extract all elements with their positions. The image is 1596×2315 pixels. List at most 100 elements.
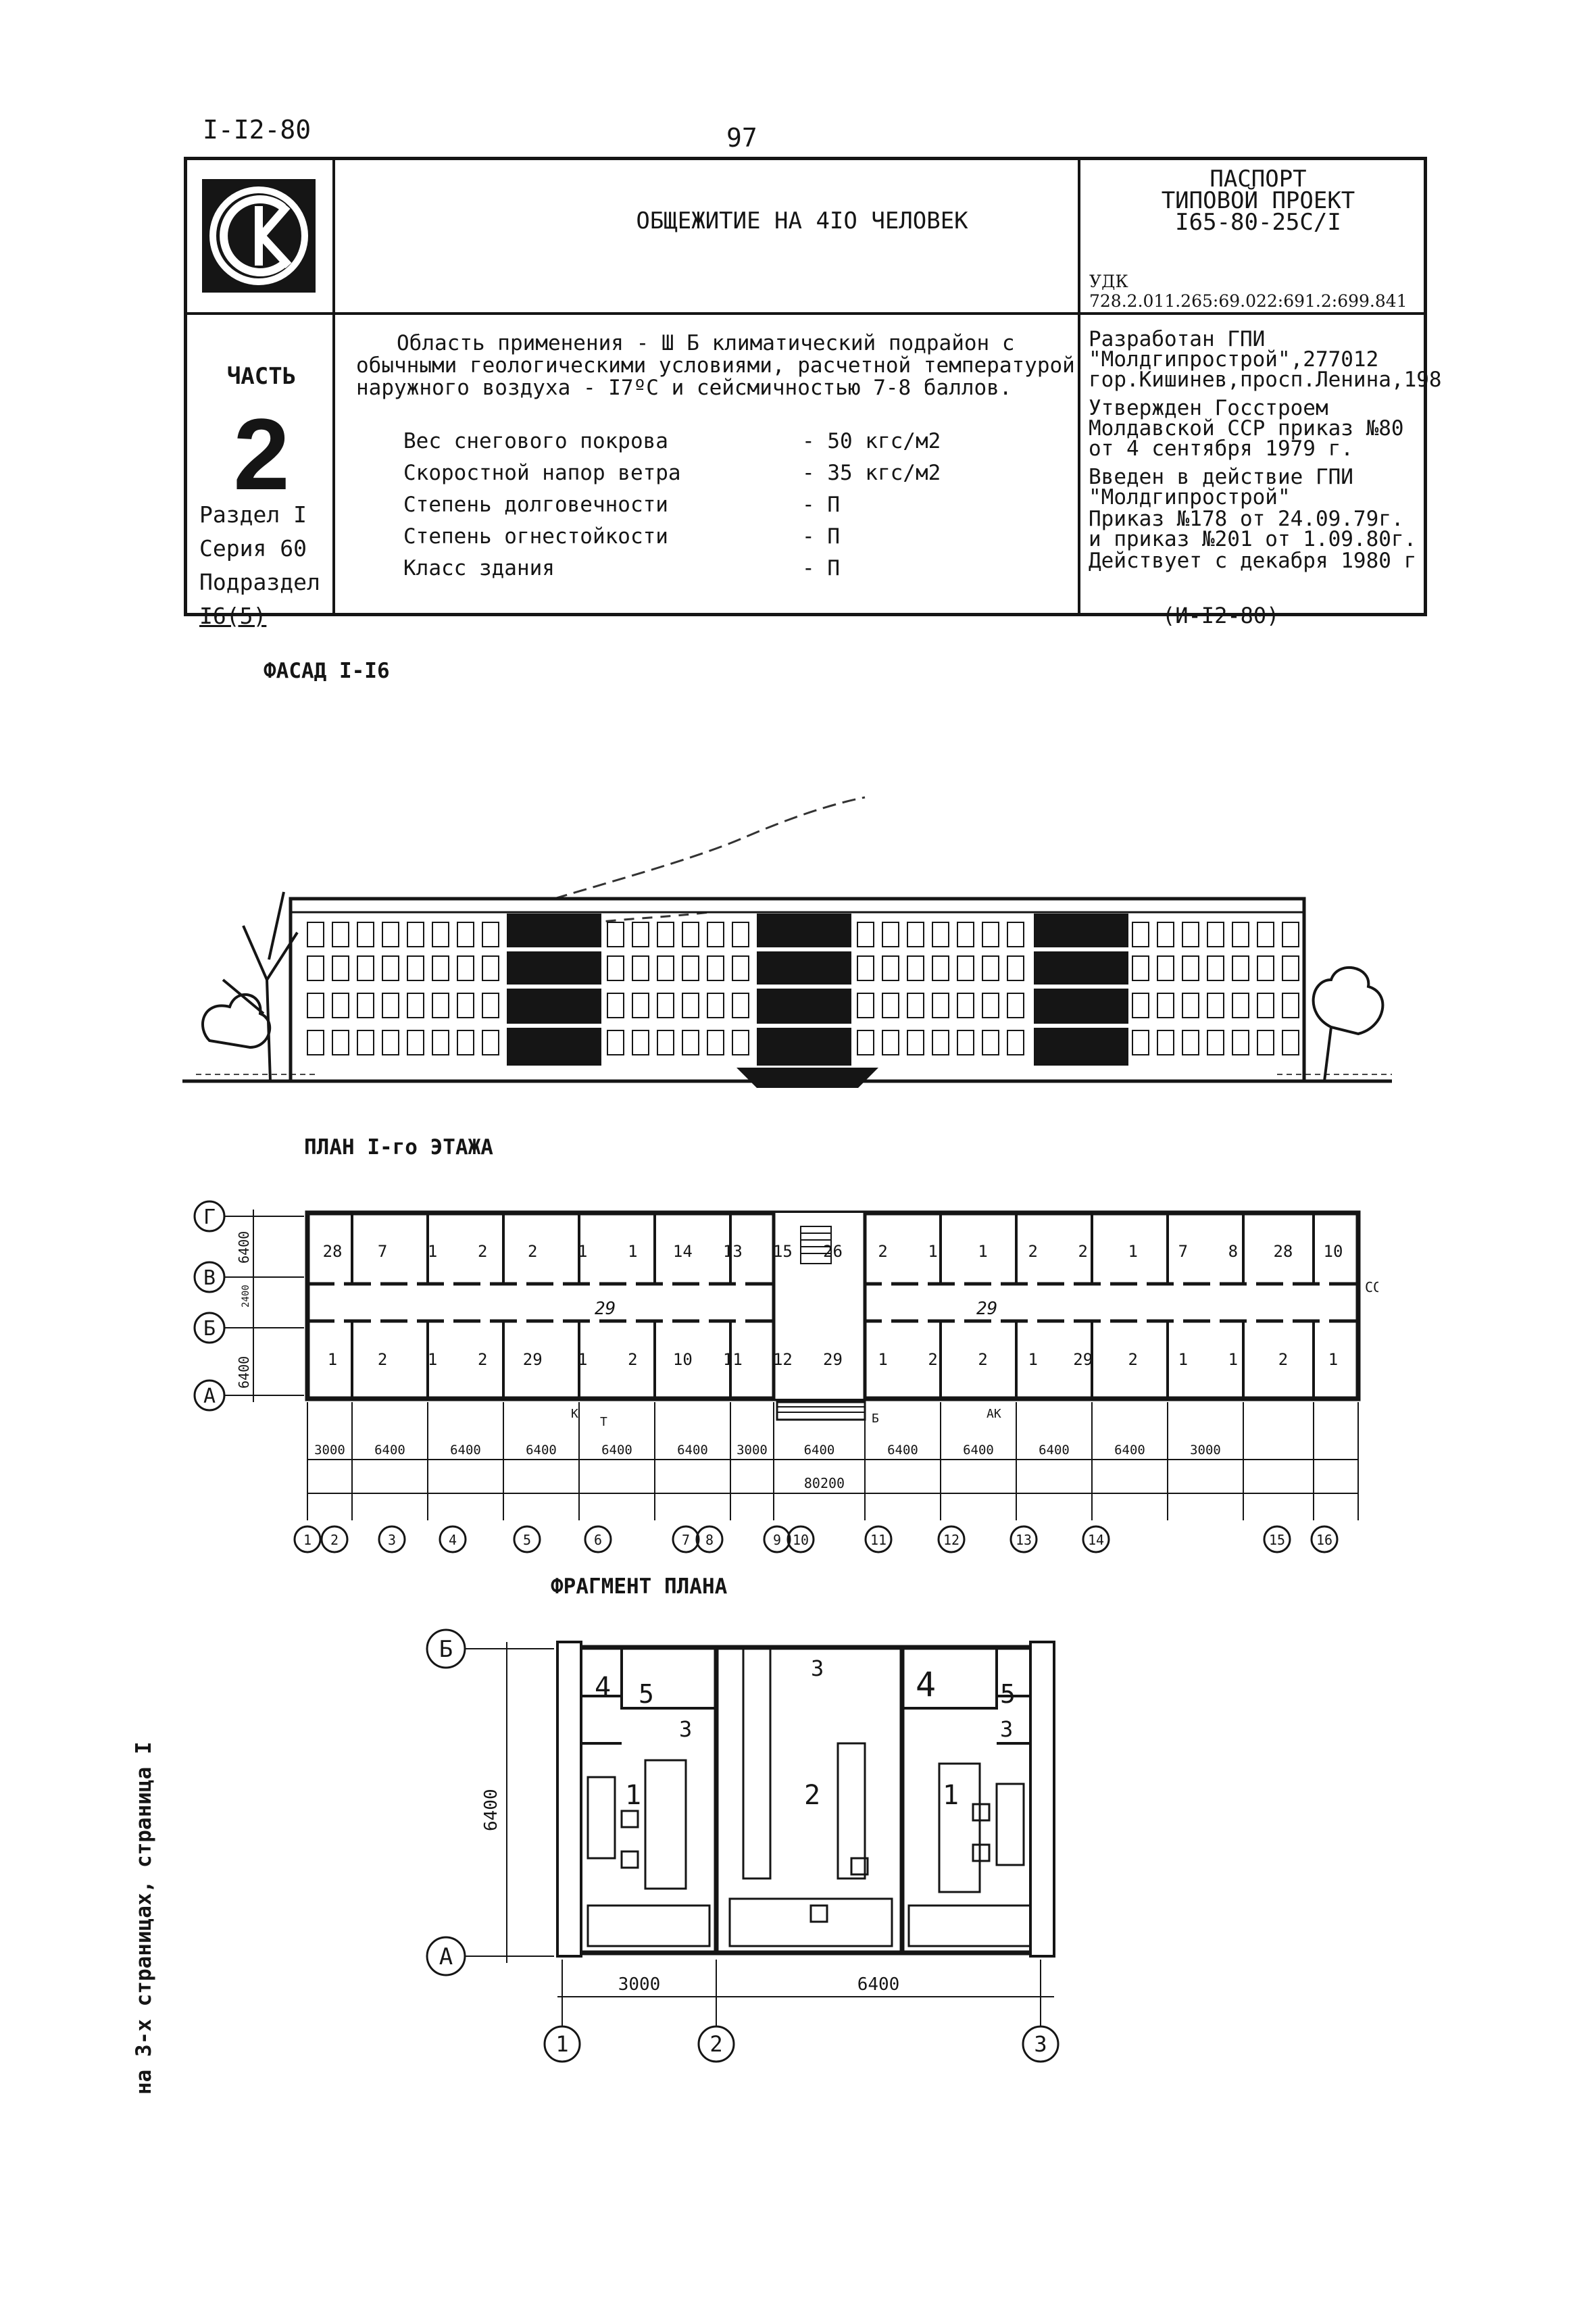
design-parameters: Вес снегового покрова - 50 кгс/м2 Скорос… [403, 425, 1079, 584]
room-number: 29 [1073, 1350, 1093, 1369]
room-number: 2 [478, 1242, 487, 1261]
room-number: 11 [723, 1350, 743, 1369]
param-name: Степень долговечности [403, 492, 668, 517]
section-line: Серия 60 [199, 535, 307, 562]
axis-label: 4 [449, 1532, 457, 1548]
axis-label: Б [203, 1317, 216, 1341]
room-number: 2 [478, 1350, 487, 1369]
developed-by: Разработан ГПИ "Молдгипрострой",277012 г… [1089, 327, 1442, 392]
dimension-label: 6400 [526, 1443, 557, 1458]
room-number: 13 [723, 1242, 743, 1261]
room-number: 1 [428, 1350, 437, 1369]
room-number: 8 [1228, 1242, 1238, 1261]
room-number: 4 [595, 1672, 611, 1703]
room-number: 3 [679, 1716, 692, 1742]
room-number: 3 [1000, 1716, 1013, 1742]
room-number: 29 [823, 1350, 843, 1369]
room-number: 2 [804, 1780, 820, 1811]
room-number: 2 [1028, 1242, 1037, 1261]
room-number: 1 [578, 1242, 587, 1261]
param-name: Вес снегового покрова [403, 428, 668, 453]
dimension-label: 6400 [887, 1443, 918, 1458]
corridor-label: 29 [976, 1299, 997, 1319]
row-axes: Г В Б А [193, 1200, 226, 1412]
param-name: Скоростной напор ветра [403, 460, 681, 485]
passport-table: ОБЩЕЖИТИЕ НА 4IO ЧЕЛОВЕК ПАСПОРТ ТИПОВОЙ… [184, 157, 1442, 629]
axis-label: 13 [1016, 1532, 1032, 1548]
room-number: 1 [878, 1350, 887, 1369]
room-number: 12 [773, 1350, 793, 1369]
axis-label: 3 [388, 1532, 396, 1548]
section-mark: СС [1365, 1279, 1378, 1295]
table-divider [332, 312, 1424, 315]
axis-label: А [439, 1943, 453, 1970]
axis-label: 7 [682, 1532, 690, 1548]
dimension-label: 6400 [963, 1443, 994, 1458]
param-value: - 50 кгс/м2 [802, 428, 941, 453]
room-number: 14 [673, 1242, 693, 1261]
mark-label: Б [872, 1412, 879, 1426]
room-number: 2 [528, 1242, 537, 1261]
axis-label: А [203, 1385, 216, 1408]
room-number: 2 [878, 1242, 887, 1261]
param-value: - П [802, 492, 840, 517]
table-divider [1078, 160, 1080, 613]
dimension-label: 6400 [857, 1974, 900, 1995]
floor-plan-title: ПЛАН I-го ЭТАЖА [304, 1135, 493, 1160]
dimension-label: 6400 [481, 1789, 501, 1831]
param-row: Вес снегового покрова - 50 кгс/м2 [403, 425, 1079, 457]
room-number: 1 [1178, 1350, 1188, 1369]
dimension-label: 6400 [1039, 1443, 1070, 1458]
dimension-label: 6400 [1114, 1443, 1145, 1458]
axis-label: 2 [709, 2031, 722, 2057]
room-number: 1 [943, 1780, 959, 1811]
room-number: 3 [811, 1656, 824, 1681]
param-row: Степень долговечности - П [403, 489, 1079, 520]
param-value: - П [802, 524, 840, 549]
room-number: 15 [773, 1242, 793, 1261]
room-number: 2 [628, 1350, 637, 1369]
section-line: I6(5) [199, 603, 267, 629]
room-number: 1 [978, 1242, 987, 1261]
facade-windows [307, 922, 1299, 1055]
room-number: 2 [378, 1350, 387, 1369]
axis-label: 1 [555, 2031, 568, 2057]
room-number: 28 [1273, 1242, 1293, 1261]
room-number: 2 [1278, 1350, 1288, 1369]
axis-label: 6 [594, 1532, 602, 1548]
axis-label: Г [203, 1205, 216, 1229]
page-count-note: на 3-х страницах, страница I [132, 1741, 156, 2095]
room-number: 7 [378, 1242, 387, 1261]
introduced-by: Введен в действие ГПИ "Молдгипрострой" [1089, 465, 1353, 509]
room-number: 1 [625, 1780, 641, 1811]
dimension-label: 3000 [314, 1443, 345, 1458]
room-number: 1 [1028, 1350, 1037, 1369]
section-info: Раздел I Серия 60 Подраздел I6(5) [199, 498, 334, 633]
axis-label: 15 [1269, 1532, 1285, 1548]
mark-label: К [571, 1407, 578, 1421]
room-number: 1 [578, 1350, 587, 1369]
param-value: - П [802, 555, 840, 580]
room-number: 1 [928, 1242, 937, 1261]
application-area-text: Область применения - Ш Б климатический п… [356, 331, 1075, 400]
corridor-label: 29 [595, 1299, 616, 1319]
param-row: Степень огнестойкости - П [403, 520, 1079, 552]
room-number: 1 [428, 1242, 437, 1261]
room-number: 2 [1078, 1242, 1088, 1261]
room-number: 2 [928, 1350, 937, 1369]
room-number: 10 [673, 1350, 693, 1369]
table-divider [332, 160, 335, 613]
fragment-title: ФРАГМЕНТ ПЛАНА [551, 1574, 728, 1599]
facade-title: ФАСАД I-I6 [264, 659, 390, 683]
effective-date: Действует с декабря 1980 г [1089, 549, 1417, 573]
total-length: 80200 [804, 1475, 845, 1491]
axis-label: 3 [1034, 2031, 1047, 2057]
room-number: 1 [1228, 1350, 1238, 1369]
room-partitions [351, 1213, 1315, 1399]
mark-label: Т [600, 1415, 607, 1429]
udk-code: УДК 728.2.011.265:69.022:691.2:699.841 [1089, 272, 1407, 311]
dimension-label: 6400 [236, 1356, 252, 1389]
